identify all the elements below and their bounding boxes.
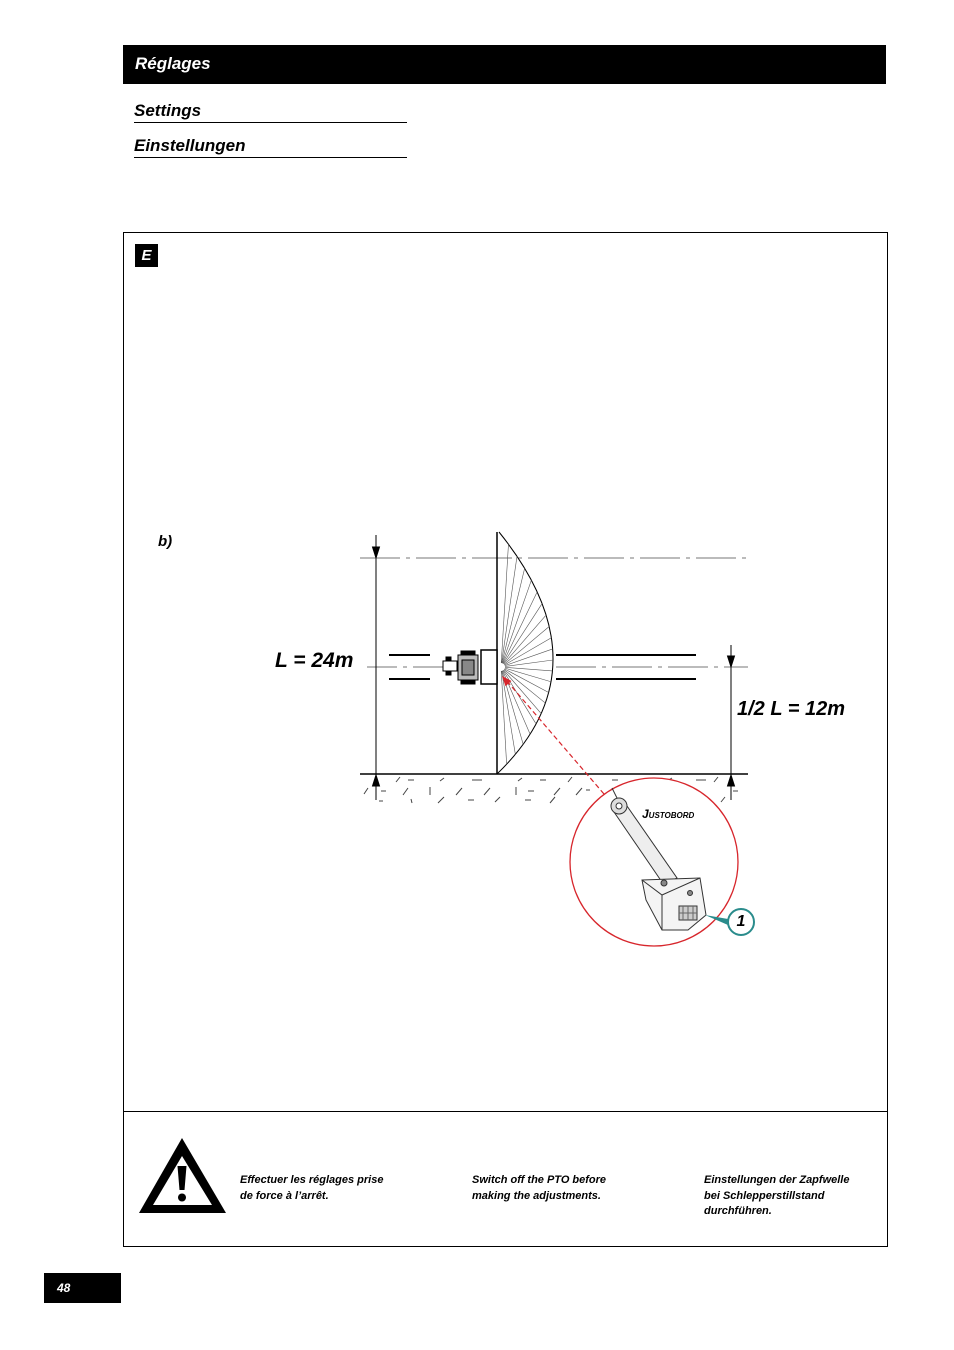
- device-name-label: Justobord: [642, 807, 695, 821]
- page-number: 48: [57, 1281, 71, 1295]
- callout-number: 1: [736, 913, 746, 930]
- subtitle-settings: Settings: [134, 101, 407, 123]
- header-bar: Réglages: [123, 45, 886, 84]
- header-title: Réglages: [135, 54, 211, 73]
- page-number-box: 48: [44, 1273, 121, 1303]
- subtitle-einstellungen: Einstellungen: [134, 136, 407, 158]
- warning-text-de: Einstellungen der Zapfwelle bei Schleppe…: [704, 1174, 850, 1217]
- warning-text-en: Switch off the PTO before making the adj…: [472, 1174, 607, 1202]
- section-badge: E: [135, 244, 158, 267]
- content-frame: [123, 232, 888, 1247]
- dimension-half-label: 1/2 L = 12m: [737, 698, 846, 720]
- warning-text-fr: Effectuer les réglages prise de force à …: [240, 1174, 384, 1202]
- frame-divider: [123, 1111, 888, 1112]
- dimension-full-label: L = 24m: [275, 649, 354, 672]
- figure-label: b): [158, 533, 173, 550]
